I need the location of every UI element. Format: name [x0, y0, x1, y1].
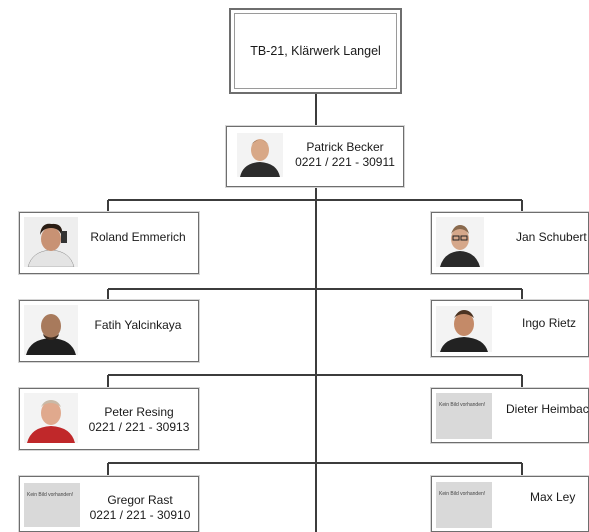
person-card-jan[interactable]: Jan Schubert [431, 212, 589, 274]
person-avatar-icon [436, 306, 492, 352]
person-card-roland[interactable]: Roland Emmerich [19, 212, 199, 274]
person-photo-jan [436, 217, 484, 267]
person-avatar-icon [436, 217, 484, 267]
person-photo-fatih [24, 305, 78, 355]
person-card-peter[interactable]: Peter Resing 0221 / 221 - 30913 [19, 388, 199, 450]
no-image-placeholder: Kein Bild vorhanden! [24, 483, 80, 527]
manager-phone: 0221 / 221 - 30911 [295, 155, 395, 169]
person-name-ingo: Ingo Rietz [522, 316, 577, 330]
person-name-fatih: Fatih Yalcinkaya [94, 318, 182, 332]
manager-card[interactable]: Patrick Becker 0221 / 221 - 30911 [226, 126, 404, 187]
no-image-placeholder: Kein Bild vorhanden! [436, 393, 492, 439]
no-image-placeholder: Kein Bild vorhanden! [436, 482, 492, 528]
org-root-box[interactable]: TB-21, Klärwerk Langel [229, 8, 402, 94]
person-card-dieter[interactable]: Kein Bild vorhanden! Dieter Heimbac [431, 388, 589, 443]
person-avatar-icon [24, 393, 78, 443]
person-card-max[interactable]: Kein Bild vorhanden! Max Ley [431, 476, 589, 532]
person-name-max: Max Ley [530, 490, 576, 504]
person-phone-gregor: 0221 / 221 - 30910 [89, 508, 191, 522]
person-avatar-icon [237, 133, 283, 177]
manager-name: Patrick Becker [306, 140, 384, 154]
person-card-ingo[interactable]: Ingo Rietz [431, 300, 589, 357]
person-name-peter: Peter Resing [104, 405, 174, 419]
person-name-gregor: Gregor Rast [107, 493, 173, 507]
person-card-fatih[interactable]: Fatih Yalcinkaya [19, 300, 199, 362]
org-root-title: TB-21, Klärwerk Langel [250, 44, 381, 58]
person-photo-roland [24, 217, 78, 267]
person-card-gregor[interactable]: Kein Bild vorhanden! Gregor Rast 0221 / … [19, 476, 199, 532]
person-name-roland: Roland Emmerich [90, 230, 186, 244]
person-name-jan: Jan Schubert [516, 230, 587, 244]
person-name-dieter: Dieter Heimbac [506, 402, 589, 416]
person-phone-peter: 0221 / 221 - 30913 [88, 420, 190, 434]
person-avatar-icon [24, 217, 78, 267]
person-photo-peter [24, 393, 78, 443]
person-avatar-icon [24, 305, 78, 355]
person-photo-ingo [436, 306, 492, 352]
manager-photo [237, 133, 283, 177]
